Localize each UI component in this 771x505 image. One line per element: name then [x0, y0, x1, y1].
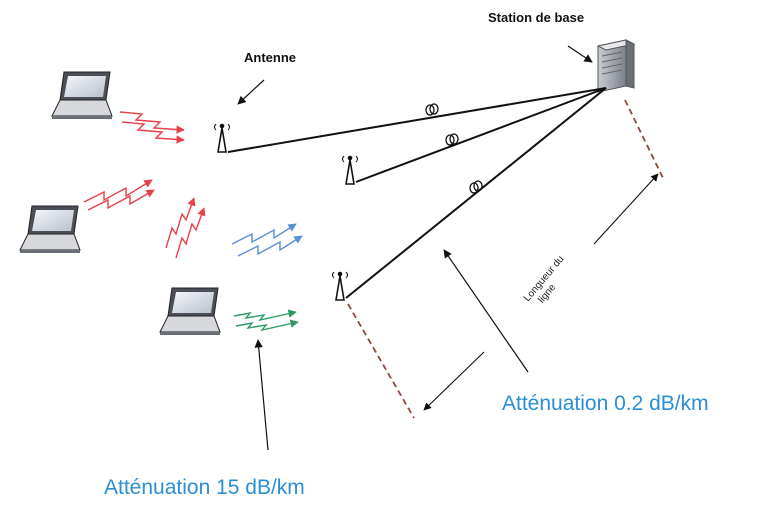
- signal-wave-icon: [83, 111, 206, 259]
- att-wireless-pointer-arrow: [254, 339, 269, 451]
- laptop-icon: [159, 287, 221, 335]
- antenne-label: Antenne: [244, 50, 296, 65]
- line-to-antenna-1: [227, 87, 607, 153]
- antenna-icon: [332, 271, 348, 301]
- laptop-icon: [51, 71, 113, 119]
- signal-wave-icon: [231, 223, 303, 257]
- antenna-icon: [342, 155, 358, 185]
- server-icon: [596, 39, 636, 93]
- dashed-extent-lines: [347, 99, 664, 419]
- line-length-label: Longueur du ligne: [522, 252, 578, 312]
- att-line-label: Atténuation 0.2 dB/km: [502, 392, 709, 415]
- att-wireless-label: Atténuation 15 dB/km: [104, 476, 305, 499]
- line-length-arrows: [423, 173, 659, 411]
- signal-wave-icon: [233, 309, 299, 332]
- antenna-icon: [214, 123, 230, 153]
- att-line-pointer-arrow: [443, 249, 529, 373]
- station-pointer-arrow: [567, 45, 593, 63]
- coil-icon: [425, 103, 483, 194]
- station-label: Station de base: [488, 10, 584, 25]
- antenne-pointer-arrow: [237, 79, 265, 105]
- laptop-icon: [19, 205, 81, 253]
- line-to-antenna-2: [355, 87, 607, 183]
